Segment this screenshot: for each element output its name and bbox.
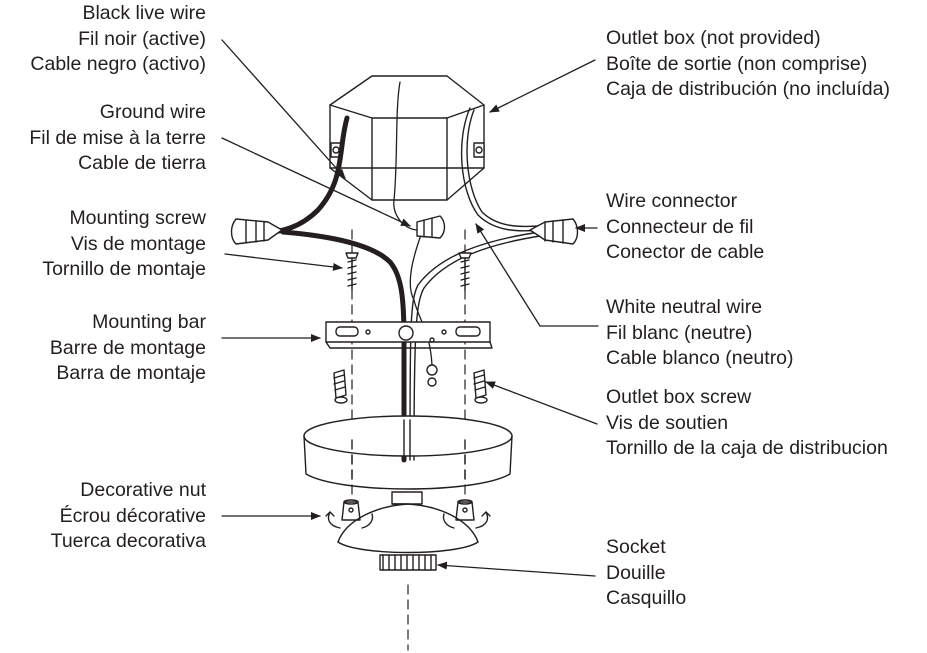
label-decorative-nut-es: Tuerca decorativa (50, 530, 206, 552)
label-decorative-nut-en: Decorative nut (80, 479, 206, 501)
label-socket-es: Casquillo (606, 587, 687, 609)
label-decorative-nut: Decorative nut Écrou décorative Tuerca d… (51, 478, 206, 555)
label-white-neutral-wire-fr: Fil blanc (neutre) (606, 321, 753, 344)
label-ground-wire-fr: Fil de mise à la terre (29, 126, 206, 149)
mounting-bar (325, 321, 493, 349)
socket (337, 491, 479, 571)
label-white-neutral-wire: White neutral wire Fil blanc (neutre) Ca… (606, 295, 794, 372)
label-black-live-wire-fr: Fil noir (active) (78, 27, 206, 50)
leader-mounting-screw (224, 253, 343, 271)
outlet-box-screw-left (333, 369, 348, 404)
mounting-screw-right (458, 252, 472, 291)
wire-connector-left (230, 218, 283, 245)
label-ground-wire: Ground wire Fil de mise à la terre Cable… (29, 100, 206, 177)
label-black-live-wire: Black live wire Fil noir (active) Cable … (30, 1, 206, 78)
leader-lines (221, 39, 599, 577)
label-outlet-box-screw: Outlet box screw Vis de soutien Tornillo… (606, 385, 888, 462)
label-mounting-bar: Mounting bar Barre de montage Barra de m… (50, 310, 206, 387)
label-mounting-bar-es: Barra de montaje (56, 362, 206, 384)
label-mounting-screw-en: Mounting screw (69, 207, 206, 229)
white-wire (460, 107, 541, 232)
decorative-nut-left (325, 499, 374, 529)
label-wire-connector-es: Conector de cable (606, 241, 765, 263)
label-outlet-box-screw-fr: Vis de soutien (606, 411, 729, 434)
label-outlet-box: Outlet box (not provided) Boîte de sorti… (606, 26, 890, 103)
label-outlet-box-screw-en: Outlet box screw (606, 386, 752, 408)
leader-outlet-box (489, 59, 596, 113)
leader-black-wire (221, 39, 346, 179)
label-socket-fr: Douille (606, 561, 666, 584)
leader-socket (437, 561, 596, 577)
label-mounting-bar-en: Mounting bar (92, 311, 206, 333)
label-wire-connector: Wire connector Connecteur de fil Conecto… (606, 189, 764, 266)
label-ground-wire-es: Cable de tierra (78, 152, 206, 174)
label-outlet-box-es: Caja de distribución (no incluída) (606, 78, 890, 100)
label-mounting-screw: Mounting screw Vis de montage Tornillo d… (42, 206, 206, 283)
canopy (303, 415, 513, 490)
label-mounting-bar-fr: Barre de montage (49, 336, 206, 359)
outlet-box-screw-right (473, 369, 488, 404)
label-outlet-box-en: Outlet box (not provided) (606, 27, 821, 49)
leader-white-wire (475, 223, 599, 327)
label-mounting-screw-es: Tornillo de montaje (42, 258, 206, 280)
label-ground-wire-en: Ground wire (99, 101, 206, 123)
label-mounting-screw-fr: Vis de montage (70, 232, 206, 255)
label-black-live-wire-en: Black live wire (82, 2, 206, 24)
label-outlet-box-fr: Boîte de sortie (non comprise) (606, 52, 868, 75)
mounting-screw-left (345, 252, 359, 291)
decorative-nut-right (442, 499, 491, 529)
label-outlet-box-screw-es: Tornillo de la caja de distribucion (606, 437, 888, 459)
label-white-neutral-wire-es: Cable blanco (neutro) (606, 347, 794, 369)
label-socket-en: Socket (606, 536, 666, 558)
label-decorative-nut-fr: Écrou décorative (59, 504, 206, 527)
leader-ground-wire (221, 137, 411, 227)
label-white-neutral-wire-en: White neutral wire (606, 296, 763, 318)
wire-connector-right (529, 218, 579, 245)
leader-outlet-box-screw (485, 381, 598, 425)
outlet-box (329, 75, 485, 201)
label-socket: Socket Douille Casquillo (606, 535, 686, 612)
label-wire-connector-fr: Connecteur de fil (606, 215, 754, 238)
wire-connector-center (416, 215, 446, 239)
label-wire-connector-en: Wire connector (606, 190, 738, 212)
label-black-live-wire-es: Cable negro (activo) (30, 53, 206, 75)
